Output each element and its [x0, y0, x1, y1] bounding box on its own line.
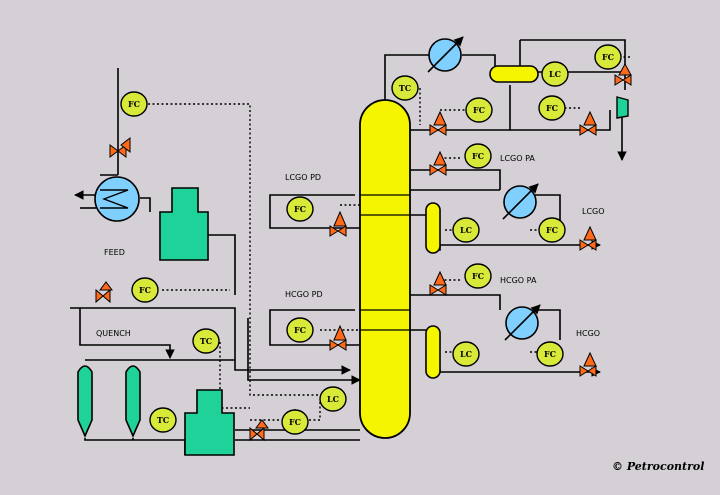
fc-hcgo-pd-controller[interactable]: FC [286, 317, 314, 343]
lc-column-label: LC [327, 394, 339, 404]
lcgo-label: LCGO [582, 207, 605, 216]
tc-quench-label: TC [200, 336, 212, 346]
reflux-drum [489, 65, 539, 83]
fc-lcgo-pd-label: FC [294, 204, 306, 214]
lc-column-controller[interactable]: LC [319, 386, 347, 412]
controllers: FC FC TC TC FC LC TC FC LC FC FC FC FC L… [120, 44, 622, 435]
copyright-notice: © Petrocontrol [612, 460, 704, 473]
fc-lcgo-pd-controller[interactable]: FC [286, 196, 314, 222]
fc-hcgo-pd-label: FC [294, 325, 306, 335]
valves [95, 62, 632, 442]
lcgo-pa-label: LCGO PA [500, 154, 535, 163]
lc-lcgo-controller[interactable]: LC [452, 217, 480, 243]
lc-hcgo-controller[interactable]: LC [452, 341, 480, 367]
fc-drum-controller[interactable]: FC [538, 95, 566, 121]
quench-drum-right [125, 365, 141, 438]
feed-drum [159, 187, 209, 261]
fc-hcgo-pa-controller[interactable]: FC [464, 263, 492, 289]
lcgo-pa-exchanger-icon [502, 183, 539, 220]
fractionator-column [359, 99, 411, 439]
fc-drum-label: FC [546, 103, 558, 113]
lc-lcgo-label: LC [460, 225, 472, 235]
tc-top-label: TC [399, 83, 411, 93]
hcgo-pa-label: HCGO PA [500, 276, 537, 285]
overhead-pump-icon [616, 96, 629, 119]
bottom-drum [184, 389, 235, 456]
fc-quench-controller[interactable]: FC [131, 277, 159, 303]
lcgo-pd-label: LCGO PD [285, 173, 321, 182]
quench-drum-left [77, 365, 93, 438]
fc-feed-controller[interactable]: FC [120, 91, 148, 117]
lcgo-stripper [425, 202, 441, 254]
tc-quench-controller[interactable]: TC [192, 328, 220, 354]
quench-label: QUENCH [96, 329, 131, 338]
fc-hcgo-label: FC [544, 349, 556, 359]
fc-lcgo-pa-label: FC [472, 151, 484, 161]
tc-bottom-controller[interactable]: TC [149, 407, 177, 433]
lc-drum-controller[interactable]: LC [541, 61, 569, 87]
feed-label: FEED [104, 248, 125, 257]
fc-bottom-controller[interactable]: FC [281, 409, 309, 435]
fc-lcgo-controller[interactable]: FC [538, 217, 566, 243]
hcgo-pa-exchanger-icon [504, 304, 541, 341]
overhead-condenser-icon [427, 36, 464, 73]
fc-bottom-label: FC [289, 417, 301, 427]
fc-drum-top-label: FC [602, 52, 614, 62]
fc-drum-top-controller[interactable]: FC [594, 44, 622, 70]
fc-reflux-label: FC [473, 105, 485, 115]
hcgo-stripper [425, 325, 441, 379]
hcgo-pd-label: HCGO PD [285, 290, 323, 299]
feed-exchanger-icon [94, 176, 140, 222]
fc-feed-label: FC [128, 99, 140, 109]
fc-hcgo-pa-label: FC [472, 271, 484, 281]
hcgo-label: HCGO [576, 329, 600, 338]
fc-quench-label: FC [139, 285, 151, 295]
fc-lcgo-label: FC [546, 225, 558, 235]
lc-hcgo-label: LC [460, 349, 472, 359]
fc-hcgo-controller[interactable]: FC [536, 341, 564, 367]
fc-lcgo-pa-controller[interactable]: FC [464, 143, 492, 169]
tc-top-controller[interactable]: TC [391, 75, 419, 101]
tc-bottom-label: TC [157, 415, 169, 425]
fc-reflux-controller[interactable]: FC [465, 97, 493, 123]
lc-drum-label: LC [549, 69, 561, 79]
